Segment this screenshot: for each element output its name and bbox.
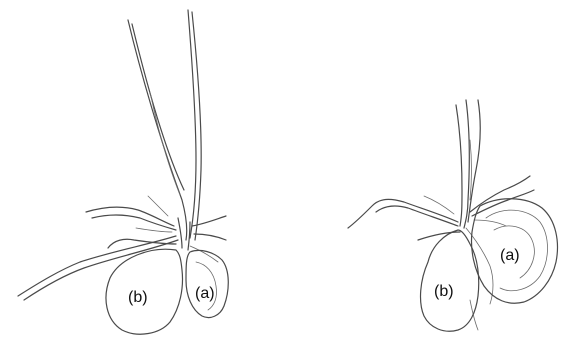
left-label-b: (b) (128, 289, 148, 306)
left-seedling: (b) (a) (18, 10, 228, 334)
left-seed-a (186, 250, 228, 317)
right-seedling: (a) (b) (348, 100, 557, 331)
left-shoot (128, 10, 201, 250)
right-label-b: (b) (434, 283, 454, 300)
right-shoot (456, 100, 480, 228)
left-label-a: (a) (195, 285, 215, 302)
right-seed-b (421, 230, 479, 331)
right-label-a: (a) (500, 247, 520, 264)
